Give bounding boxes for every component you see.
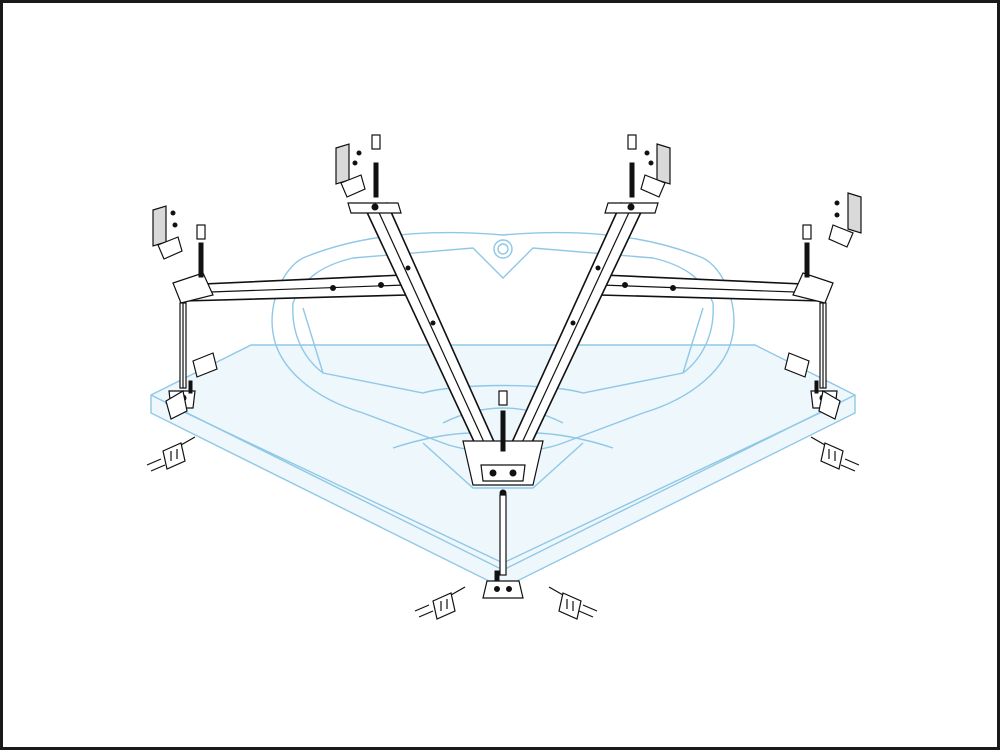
- wall-bracket-top-right: [640, 143, 671, 198]
- center-leg: [482, 494, 524, 599]
- bolts: [188, 134, 819, 582]
- wall-bracket-top-left: [335, 143, 366, 198]
- wall-bracket-left: [152, 205, 183, 260]
- left-rail: [180, 274, 408, 302]
- floor-mount-right: [810, 436, 860, 472]
- floor-mount-bottom-left: [414, 586, 466, 620]
- floor-mount-bottom-right: [548, 586, 598, 620]
- floor-mount-left: [146, 436, 196, 472]
- base-bracket-right: [784, 352, 841, 420]
- wall-bracket-right: [828, 192, 862, 248]
- bathtub-frame-assembly-diagram: [146, 134, 862, 620]
- support-frame: [172, 202, 834, 497]
- base-bracket-left: [165, 352, 218, 420]
- right-rail: [598, 274, 826, 302]
- drain-icon: [493, 239, 513, 259]
